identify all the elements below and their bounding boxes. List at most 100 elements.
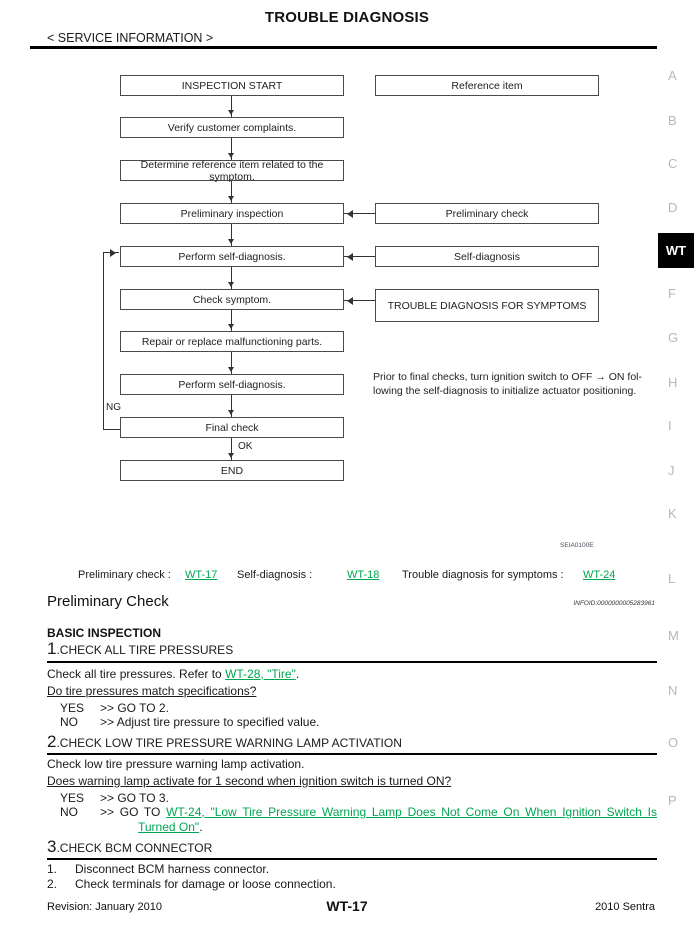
- page-title: TROUBLE DIAGNOSIS: [264, 9, 430, 26]
- margin-letter-d: D: [668, 200, 678, 215]
- flow-box-preliminary-check: Preliminary check: [375, 203, 599, 224]
- margin-letter-m: M: [668, 628, 679, 643]
- step1-no-label: NO: [60, 715, 78, 729]
- step2-title-text: .CHECK LOW TIRE PRESSURE WARNING LAMP AC…: [56, 736, 402, 750]
- list-number: 1.: [47, 862, 58, 876]
- section-rule: [47, 661, 657, 663]
- step1-no-text: >> Adjust tire pressure to specified val…: [100, 715, 320, 729]
- left-arrow: [344, 252, 375, 261]
- link-wt-28-tire[interactable]: WT-28, "Tire": [225, 667, 296, 681]
- reflink-label-preliminary: Preliminary check :: [78, 569, 171, 581]
- margin-letter-a: A: [668, 68, 677, 83]
- step3-title-text: .CHECK BCM CONNECTOR: [56, 841, 213, 855]
- ng-loop-line: [103, 252, 104, 429]
- margin-letter-o: O: [668, 735, 679, 750]
- step1-yes-text: >> GO TO 2.: [100, 701, 169, 715]
- ng-loop-arrow: [103, 248, 119, 257]
- link-wt-24-warning-lamp[interactable]: WT-24, "Low Tire Pressure Warning Lamp D…: [138, 805, 657, 834]
- step2-number: 2: [47, 732, 57, 751]
- step2-yes-label: YES: [60, 791, 85, 805]
- step2-no-pre: >> GO TO: [100, 805, 167, 819]
- margin-letter-n: N: [668, 683, 678, 698]
- flow-box-self-diagnosis: Self-diagnosis: [375, 246, 599, 267]
- step3-list-item: 1. Disconnect BCM harness connector.: [47, 862, 269, 876]
- step2-no-label: NO: [60, 805, 78, 819]
- breadcrumb: < SERVICE INFORMATION >: [47, 31, 214, 45]
- down-arrow: [228, 310, 234, 331]
- flow-box-preliminary-inspection: Preliminary inspection: [120, 203, 344, 224]
- list-number: 2.: [47, 877, 58, 891]
- down-arrow: [228, 352, 234, 374]
- infoid-label: INFOID:0000000005283961: [573, 600, 655, 607]
- link-wt-24[interactable]: WT-24: [583, 569, 616, 581]
- flow-box-inspection-start: INSPECTION START: [120, 75, 344, 96]
- flowchart-note: Prior to final checks, turn ignition swi…: [373, 370, 669, 398]
- flow-box-end: END: [120, 460, 344, 481]
- flow-box-repair-replace: Repair or replace malfunctioning parts.: [120, 331, 344, 352]
- step1-number: 1: [47, 639, 57, 658]
- step2-title: 2.CHECK LOW TIRE PRESSURE WARNING LAMP A…: [47, 732, 402, 752]
- ok-label: OK: [238, 441, 253, 452]
- flow-box-final-check: Final check: [120, 417, 344, 438]
- step3-number: 3: [47, 837, 57, 856]
- margin-letter-f: F: [668, 286, 676, 301]
- footer-page-number: WT-17: [326, 898, 368, 914]
- down-arrow: [228, 395, 234, 417]
- step1-body-post: .: [295, 667, 300, 681]
- step1-question: Do tire pressures match specifications?: [47, 684, 257, 698]
- down-arrow: [228, 96, 234, 117]
- section-rule: [47, 858, 657, 860]
- step2-yes-text: >> GO TO 3.: [100, 791, 169, 805]
- step1-yes-label: YES: [60, 701, 85, 715]
- list-text: Check terminals for damage or loose conn…: [75, 877, 336, 891]
- down-arrow: [228, 224, 234, 246]
- note-line1: Prior to final checks, turn ignition swi…: [373, 371, 643, 383]
- down-arrow: [228, 267, 234, 289]
- step1-title-text: .CHECK ALL TIRE PRESSURES: [56, 643, 234, 657]
- down-arrow: [228, 138, 234, 160]
- margin-letter-j: J: [668, 463, 675, 478]
- left-arrow: [344, 209, 375, 218]
- step1-body-pre: Check all tire pressures. Refer to: [47, 667, 226, 681]
- step3-title: 3.CHECK BCM CONNECTOR: [47, 837, 212, 857]
- down-arrow: [228, 438, 234, 460]
- flow-box-perform-self-diagnosis-1: Perform self-diagnosis.: [120, 246, 344, 267]
- flow-box-determine-reference: Determine reference item related to the …: [120, 159, 344, 183]
- figure-code: SEIA0100E: [560, 542, 594, 549]
- margin-letter-b: B: [668, 113, 677, 128]
- step3-list-item: 2. Check terminals for damage or loose co…: [47, 877, 336, 891]
- left-arrow: [344, 296, 375, 305]
- note-line2: lowing the self-diagnosis to initialize …: [373, 385, 637, 397]
- list-text: Disconnect BCM harness connector.: [75, 862, 270, 876]
- section-subheading: BASIC INSPECTION: [47, 626, 162, 640]
- link-wt-17[interactable]: WT-17: [185, 569, 218, 581]
- ng-loop-line: [103, 429, 120, 430]
- flow-box-perform-self-diagnosis-2: Perform self-diagnosis.: [120, 374, 344, 395]
- header-rule: [30, 46, 657, 49]
- margin-letter-p: P: [668, 793, 677, 808]
- step2-no-post: .: [199, 820, 203, 834]
- reflink-label-selfdiag: Self-diagnosis :: [237, 569, 313, 581]
- margin-letter-h: H: [668, 375, 678, 390]
- flow-box-trouble-diagnosis-symptoms: TROUBLE DIAGNOSIS FOR SYMPTOMS: [375, 289, 599, 322]
- step2-body: Check low tire pressure warning lamp act…: [47, 757, 305, 771]
- margin-letter-g: G: [668, 330, 679, 345]
- section-rule: [47, 753, 657, 755]
- section-heading: Preliminary Check: [47, 593, 169, 610]
- step2-no-text: >> GO TO WT-24, "Low Tire Pressure Warni…: [100, 805, 657, 835]
- section-tab-wt: WT: [658, 233, 694, 268]
- link-wt-18[interactable]: WT-18: [347, 569, 380, 581]
- step1-title: 1.CHECK ALL TIRE PRESSURES: [47, 639, 233, 659]
- ng-label: NG: [106, 402, 121, 413]
- margin-letter-l: L: [668, 571, 676, 586]
- footer-model: 2010 Sentra: [595, 901, 655, 913]
- flow-box-check-symptom: Check symptom.: [120, 289, 344, 310]
- margin-letter-k: K: [668, 506, 677, 521]
- margin-letter-i: I: [668, 418, 672, 433]
- step2-question: Does warning lamp activate for 1 second …: [47, 774, 452, 788]
- footer-revision: Revision: January 2010: [47, 901, 162, 913]
- down-arrow: [228, 181, 234, 203]
- flow-box-verify-complaints: Verify customer complaints.: [120, 117, 344, 138]
- step1-body: Check all tire pressures. Refer to WT-28…: [47, 667, 299, 681]
- margin-letter-c: C: [668, 156, 678, 171]
